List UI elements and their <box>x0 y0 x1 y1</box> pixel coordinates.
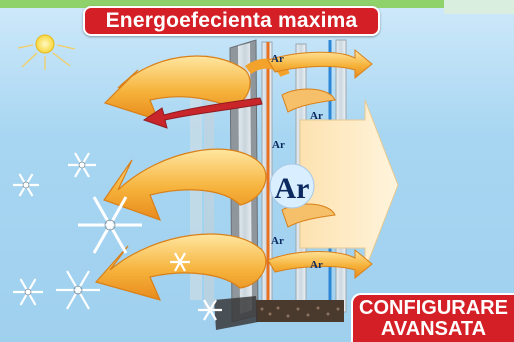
heat-loss-arrow-icon <box>142 97 263 129</box>
title-banner: Energoefecienta maxima <box>83 6 380 36</box>
heat-arrow-icon <box>94 233 267 301</box>
heat-arrow-icon <box>299 99 399 271</box>
banner-title: Energoefecienta maxima <box>105 9 358 32</box>
sun-icon <box>17 34 76 70</box>
argon-label: Ar <box>271 53 284 65</box>
argon-label: Ar <box>271 235 284 247</box>
snowflake-icon <box>22 161 116 296</box>
advanced-config-button[interactable]: CONFIGURARE AVANSATA <box>351 293 514 342</box>
cta-line-2: AVANSATA <box>380 318 487 340</box>
heat-arrow-icon <box>103 148 267 222</box>
argon-label: Ar <box>310 259 323 271</box>
heat-arrow-icon <box>267 48 373 280</box>
argon-large-text: Ar <box>275 172 310 205</box>
snowflake-icon <box>13 152 222 321</box>
cta-line-1: CONFIGURARE <box>359 297 508 319</box>
argon-label: Ar <box>272 139 285 151</box>
argon-label: Ar <box>310 110 323 122</box>
top-strip-right <box>444 0 514 14</box>
argon-large-label: Ar <box>269 163 315 209</box>
top-strip <box>0 0 514 8</box>
